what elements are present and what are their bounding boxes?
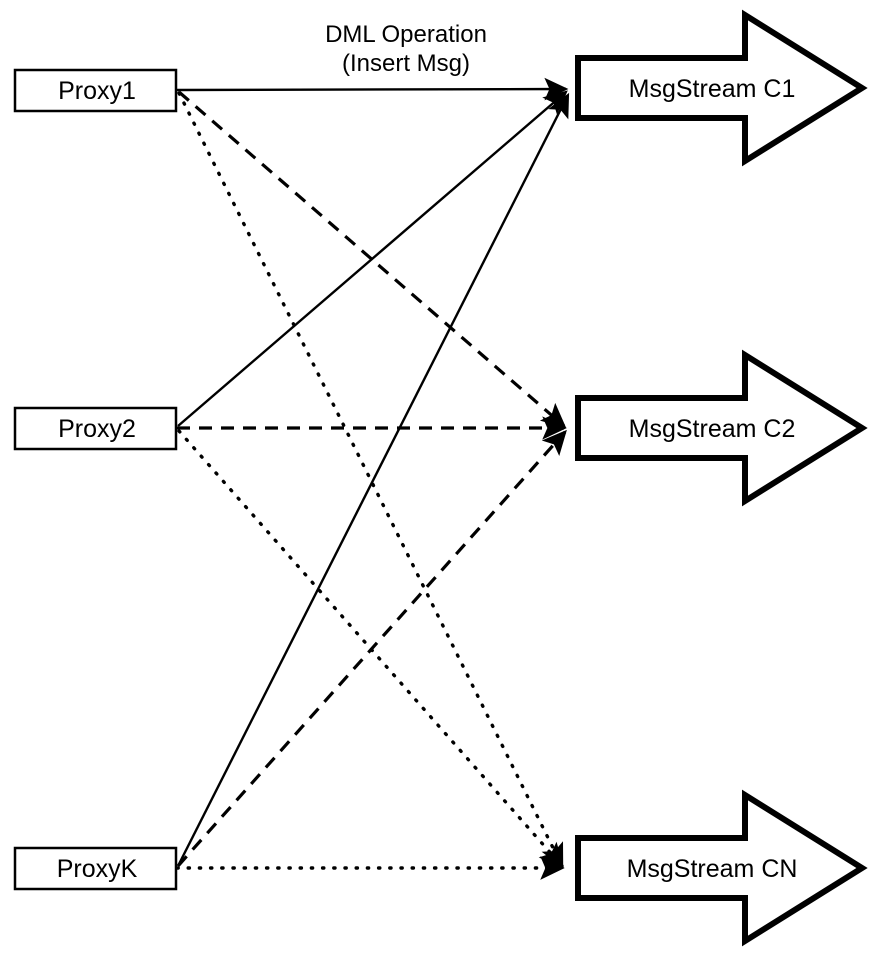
stream-node-cn[interactable]: MsgStream CN xyxy=(575,789,868,947)
stream-c2-label: MsgStream C2 xyxy=(629,415,796,443)
proxyk-label: ProxyK xyxy=(57,855,138,883)
connection-proxy2-to-stream-c1[interactable] xyxy=(177,90,568,427)
proxy1-label: Proxy1 xyxy=(58,77,136,105)
stream-c2-arrow-shape[interactable] xyxy=(575,349,868,507)
stream-c1-label: MsgStream C1 xyxy=(629,75,796,103)
proxy-node-proxyk[interactable]: ProxyK xyxy=(13,846,178,891)
proxy-node-proxy2[interactable]: Proxy2 xyxy=(13,406,178,451)
stream-node-c1[interactable]: MsgStream C1 xyxy=(575,9,868,167)
edge-annotation-line1: DML Operation xyxy=(325,21,487,48)
edge-annotation-dml-operation: DML Operation (Insert Msg) xyxy=(325,21,487,77)
proxy-node-proxy1[interactable]: Proxy1 xyxy=(13,68,178,113)
connection-proxyk-to-stream-c2[interactable] xyxy=(176,429,567,868)
connection-proxyk-to-stream-c1[interactable] xyxy=(176,92,570,867)
stream-c1-arrow-shape[interactable] xyxy=(575,9,868,167)
proxyk-box[interactable] xyxy=(13,846,178,891)
edge-annotation-line2: (Insert Msg) xyxy=(342,50,470,77)
connection-proxy1-to-stream-cn[interactable] xyxy=(177,91,564,869)
stream-cn-label: MsgStream CN xyxy=(627,855,798,883)
proxy1-box[interactable] xyxy=(13,68,178,113)
stream-node-c2[interactable]: MsgStream C2 xyxy=(575,349,868,507)
stream-cn-arrow-shape[interactable] xyxy=(575,789,868,947)
connection-layer xyxy=(175,77,570,880)
proxy2-box[interactable] xyxy=(13,406,178,451)
proxy2-label: Proxy2 xyxy=(58,415,136,443)
connection-proxy1-to-stream-c1[interactable] xyxy=(176,77,569,101)
